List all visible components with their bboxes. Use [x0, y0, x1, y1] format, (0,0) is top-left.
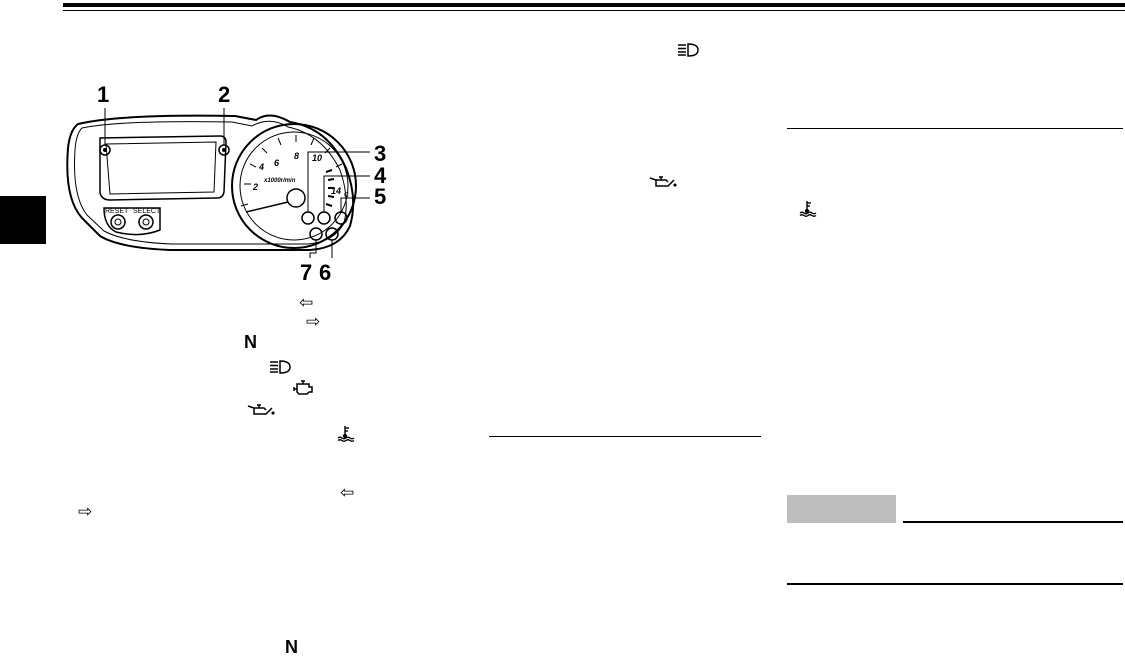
cluster-housing-inner — [74, 120, 347, 245]
high-beam-icon — [270, 360, 291, 374]
lcd-frame — [99, 135, 227, 201]
high-beam-lamp — [317, 211, 331, 225]
turn-right-icon: ⇨ — [78, 502, 93, 522]
gauge-tick-number: 4 — [259, 162, 265, 172]
gauge-tick-number: 10 — [312, 153, 323, 163]
callout-1: 1 — [97, 82, 110, 107]
gauge-tick-number: 8 — [294, 151, 300, 161]
turn-left-icon: ⇦ — [299, 293, 314, 313]
temp-low-label: C — [344, 192, 350, 199]
notice-rule — [903, 521, 1123, 523]
notice-label-box — [787, 495, 896, 523]
lcd-screen — [105, 141, 217, 195]
header-rule-thick — [63, 3, 1125, 7]
coolant-lamp — [309, 227, 323, 241]
callout-6: 6 — [319, 260, 332, 285]
notice-end-rule — [787, 583, 1123, 585]
chapter-tab — [0, 196, 46, 244]
needle — [245, 201, 289, 213]
tachometer-inner — [239, 131, 349, 241]
neutral-lamp — [301, 211, 315, 225]
instrument-cluster-figure — [66, 108, 370, 258]
oil-can-icon — [649, 176, 677, 187]
neutral-icon: N — [285, 637, 298, 657]
callout-2: 2 — [218, 82, 231, 107]
engine-icon — [293, 380, 313, 395]
section-rule — [787, 128, 1123, 129]
thermometer-icon — [799, 201, 817, 217]
gauge-tick-number: 6 — [274, 158, 280, 168]
neutral-icon: N — [244, 332, 257, 352]
callout-5: 5 — [374, 184, 387, 209]
callout-3: 3 — [374, 141, 387, 166]
section-rule — [489, 436, 761, 437]
select-button — [138, 214, 154, 230]
needle-hub — [286, 188, 306, 208]
high-beam-icon — [678, 43, 699, 57]
gauge-tick-number: 2 — [253, 182, 259, 192]
tachometer-outer — [231, 123, 357, 249]
cluster-housing — [66, 114, 355, 251]
reset-label: RESET — [105, 208, 129, 215]
gauge-tick-number: 14 — [331, 186, 342, 196]
thermometer-icon — [337, 426, 355, 442]
callout-4: 4 — [374, 163, 387, 188]
reset-button — [110, 214, 126, 230]
select-label: SELECT — [133, 208, 161, 215]
callout-7: 7 — [300, 260, 313, 285]
gauge-unit-label: x1000r/min — [264, 178, 296, 184]
turn-right-icon: ⇨ — [306, 312, 321, 332]
header-rule-thin — [63, 10, 1125, 11]
turn-left-icon: ⇦ — [340, 483, 355, 503]
oil-can-icon — [247, 404, 275, 415]
